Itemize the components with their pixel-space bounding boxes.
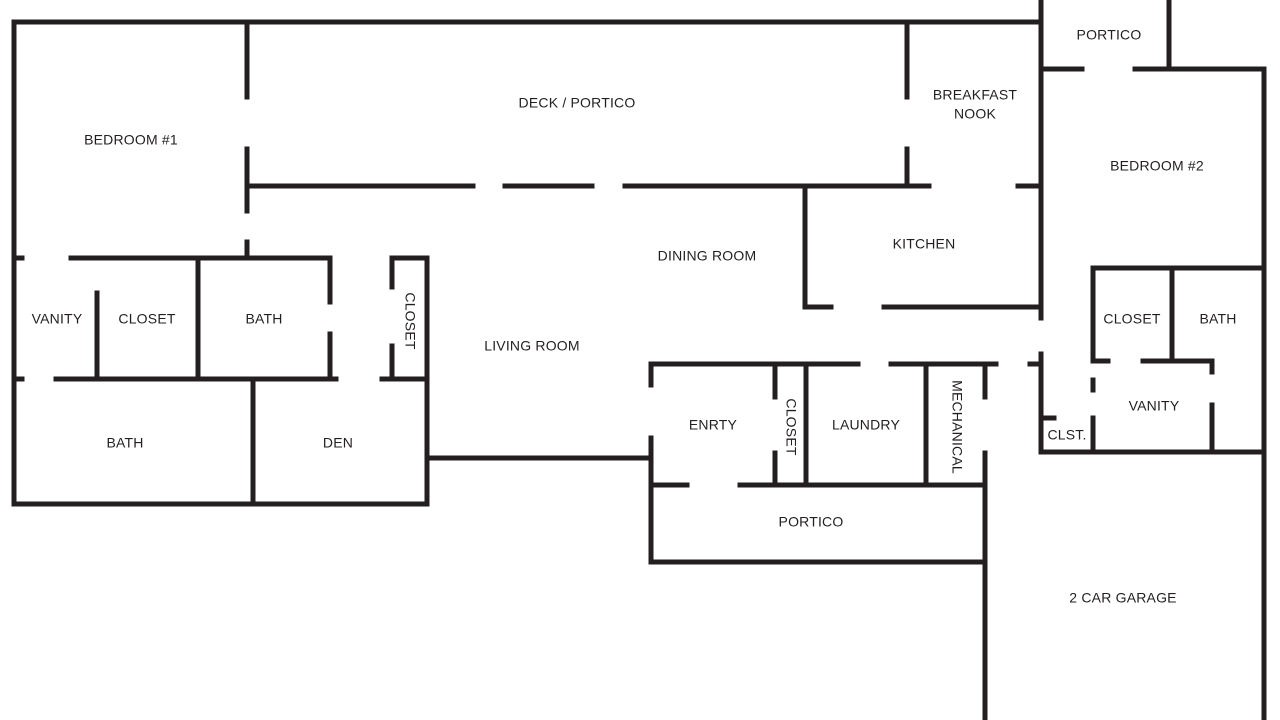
walls xyxy=(11,0,1267,720)
label-vanity-left: VANITY xyxy=(32,311,83,327)
label-bath-left-lower: BATH xyxy=(106,435,143,451)
label-portico-top: PORTICO xyxy=(1077,27,1142,43)
label-vanity-right: VANITY xyxy=(1129,398,1180,414)
label-garage: 2 CAR GARAGE xyxy=(1069,590,1176,606)
label-living-room: LIVING ROOM xyxy=(484,338,580,354)
label-den: DEN xyxy=(323,435,353,451)
label-enrty: ENRTY xyxy=(689,417,738,433)
label-clst: CLST. xyxy=(1047,427,1086,443)
label-closet-vertical-left: CLOSET xyxy=(402,292,418,349)
label-bath-right: BATH xyxy=(1199,311,1236,327)
label-closet-right: CLOSET xyxy=(1103,311,1160,327)
label-bath-left-upper: BATH xyxy=(245,311,282,327)
label-deck-portico: DECK / PORTICO xyxy=(519,95,636,111)
label-dining-room: DINING ROOM xyxy=(658,248,757,264)
label-breakfast-nook-1: BREAKFAST xyxy=(933,87,1018,103)
label-portico-bottom: PORTICO xyxy=(779,514,844,530)
room-labels: DECK / PORTICO PORTICO BREAKFAST NOOK BE… xyxy=(32,27,1237,606)
label-breakfast-nook-2: NOOK xyxy=(954,106,996,122)
label-closet-vertical-entry: CLOSET xyxy=(783,398,799,455)
label-bedroom-1: BEDROOM #1 xyxy=(84,132,178,148)
label-mechanical: MECHANICAL xyxy=(949,380,965,474)
label-closet-left: CLOSET xyxy=(118,311,175,327)
label-kitchen: KITCHEN xyxy=(893,236,956,252)
label-bedroom-2: BEDROOM #2 xyxy=(1110,158,1204,174)
label-laundry: LAUNDRY xyxy=(832,417,901,433)
